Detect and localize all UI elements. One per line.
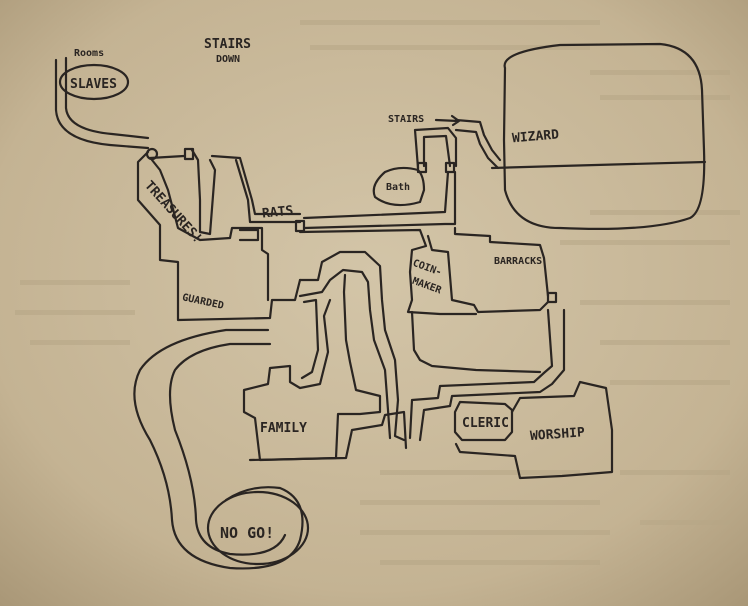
cleric-room — [453, 400, 514, 442]
label-bath: Bath — [386, 182, 410, 193]
label-stairs: STAIRS — [388, 114, 424, 125]
label-no-go: NO GO! — [220, 524, 274, 542]
label-wizard: WIZARD — [511, 127, 559, 146]
rats-corridor — [302, 170, 457, 230]
door-joint — [183, 147, 195, 161]
family-room — [248, 410, 408, 462]
worship-room — [454, 380, 614, 480]
bath-room — [372, 166, 426, 207]
label-worship: WORSHIP — [530, 425, 586, 444]
barracks-walls — [426, 226, 550, 314]
label-cleric: CLERIC — [462, 416, 509, 431]
label-family: FAMILY — [260, 421, 307, 436]
no-go-room — [206, 490, 310, 566]
paper-bleed-through — [15, 20, 740, 565]
bath-stairs-link — [413, 126, 458, 170]
label-rats: RATS — [261, 203, 294, 221]
map-ink — [54, 42, 707, 570]
coin-maker-walls — [298, 228, 478, 316]
wizard-corridor — [454, 118, 502, 170]
wizard-room-divider — [490, 160, 707, 170]
label-barracks: BARRACKS — [494, 256, 542, 267]
slaves-room — [58, 63, 130, 101]
no-go-path — [133, 328, 304, 570]
label-stairs-down-2: DOWN — [216, 54, 240, 65]
family-corridor — [242, 273, 382, 462]
label-slaves: SLAVES — [70, 77, 117, 92]
label-stairs-down-1: STAIRS — [204, 37, 251, 52]
door-joint — [546, 291, 558, 304]
slaves-corridor — [54, 56, 150, 150]
wizard-room — [502, 42, 706, 230]
treasures-walls — [136, 148, 302, 322]
label-rooms: Rooms — [74, 48, 104, 59]
central-corridor — [298, 250, 406, 442]
lower-right-corridor — [408, 308, 566, 442]
